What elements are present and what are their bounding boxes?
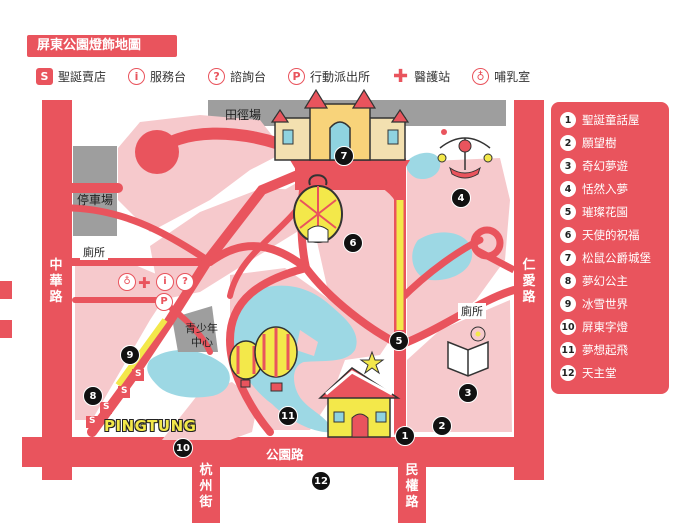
road-renai [514, 100, 544, 480]
spot-marker-6[interactable]: 6 [343, 233, 363, 253]
store-icon[interactable]: S [103, 402, 110, 412]
spot-marker-4[interactable]: 4 [451, 188, 471, 208]
police-icon[interactable]: P [155, 293, 173, 311]
road-hangzhou-label: 杭州街 [199, 463, 213, 510]
hot-air-balloons-illustration [229, 326, 298, 392]
stadium-label: 田徑場 [225, 108, 262, 122]
lantern-illustration [293, 174, 343, 243]
medical-cross-icon: ✚ [393, 65, 409, 87]
road-zhonghua [42, 100, 72, 480]
road-minquan-label: 民權路 [405, 463, 419, 510]
road-zhonghua-label: 中華路 [49, 258, 63, 305]
question-icon: ? [208, 67, 226, 85]
legend-question: ?諮詢台 [208, 67, 266, 85]
legend-nursing: ♁哺乳室 [472, 67, 530, 85]
spot-marker-8[interactable]: 8 [83, 386, 103, 406]
spot-marker-11[interactable]: 11 [278, 406, 298, 426]
spot-marker-5[interactable]: 5 [389, 331, 409, 351]
road-renai-label: 仁愛路 [522, 258, 536, 305]
youth-center-label: 青少年 [185, 322, 218, 335]
legend-medical: ✚醫護站 [393, 65, 451, 87]
store-icon: S [36, 67, 53, 85]
castle-illustration [270, 88, 410, 185]
road-hangzhou [192, 465, 220, 523]
info-icon: i [128, 67, 146, 85]
info-icon[interactable]: i [156, 273, 174, 291]
road-park-label: 公園路 [266, 447, 304, 462]
store-icon[interactable]: S [89, 416, 96, 426]
spot-marker-9[interactable]: 9 [120, 345, 140, 365]
question-icon[interactable]: ? [176, 273, 194, 291]
parking-label: 停車場 [77, 193, 114, 207]
road-minquan [398, 465, 426, 523]
pingtung-sign: PINGTUNG [104, 417, 197, 435]
spot-marker-1[interactable]: 1 [395, 426, 415, 446]
store-markers [86, 369, 144, 428]
police-icon: P [288, 67, 306, 85]
spot-marker-3[interactable]: 3 [458, 383, 478, 403]
fairy-house-illustration [318, 350, 401, 438]
road-park [22, 437, 542, 467]
youth-center-label: 中心 [191, 336, 213, 349]
toilet-label: 廁所 [458, 303, 486, 319]
spot-marker-10[interactable]: 10 [173, 438, 193, 458]
baby-bottle-icon: ♁ [472, 67, 490, 85]
store-icon[interactable]: S [135, 369, 142, 379]
toilet-label: 廁所 [80, 244, 108, 260]
spot-marker-7[interactable]: 7 [334, 146, 354, 166]
spot-marker-2[interactable]: 2 [432, 416, 452, 436]
map-title: 屏東公園燈飾地圖 [27, 35, 177, 57]
baby-bottle-icon[interactable]: ♁ [118, 273, 136, 291]
spot-marker-12[interactable]: 12 [311, 471, 331, 491]
swing-ride-illustration [437, 129, 493, 179]
store-icon[interactable]: S [121, 386, 128, 396]
book-illustration [447, 326, 489, 377]
medical-cross-icon[interactable]: ✚ [138, 274, 151, 292]
